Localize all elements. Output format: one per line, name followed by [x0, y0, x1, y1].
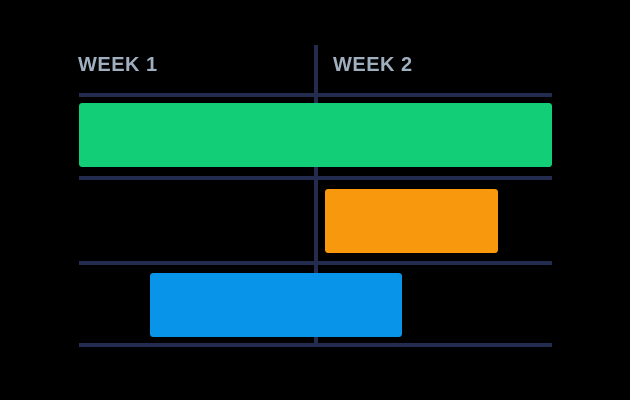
gantt-bar-task-1[interactable]	[79, 103, 552, 167]
week-divider-line	[314, 45, 318, 347]
week-1-label: WEEK 1	[78, 54, 158, 76]
gantt-bar-task-2[interactable]	[324, 189, 498, 253]
grid-line-row-2-top	[79, 176, 552, 180]
grid-line-bottom	[79, 343, 552, 347]
grid-line-row-3-top	[79, 261, 552, 265]
week-2-label: WEEK 2	[333, 54, 413, 76]
grid-line-row-1-top	[79, 93, 552, 97]
gantt-bar-task-3[interactable]	[149, 273, 402, 337]
